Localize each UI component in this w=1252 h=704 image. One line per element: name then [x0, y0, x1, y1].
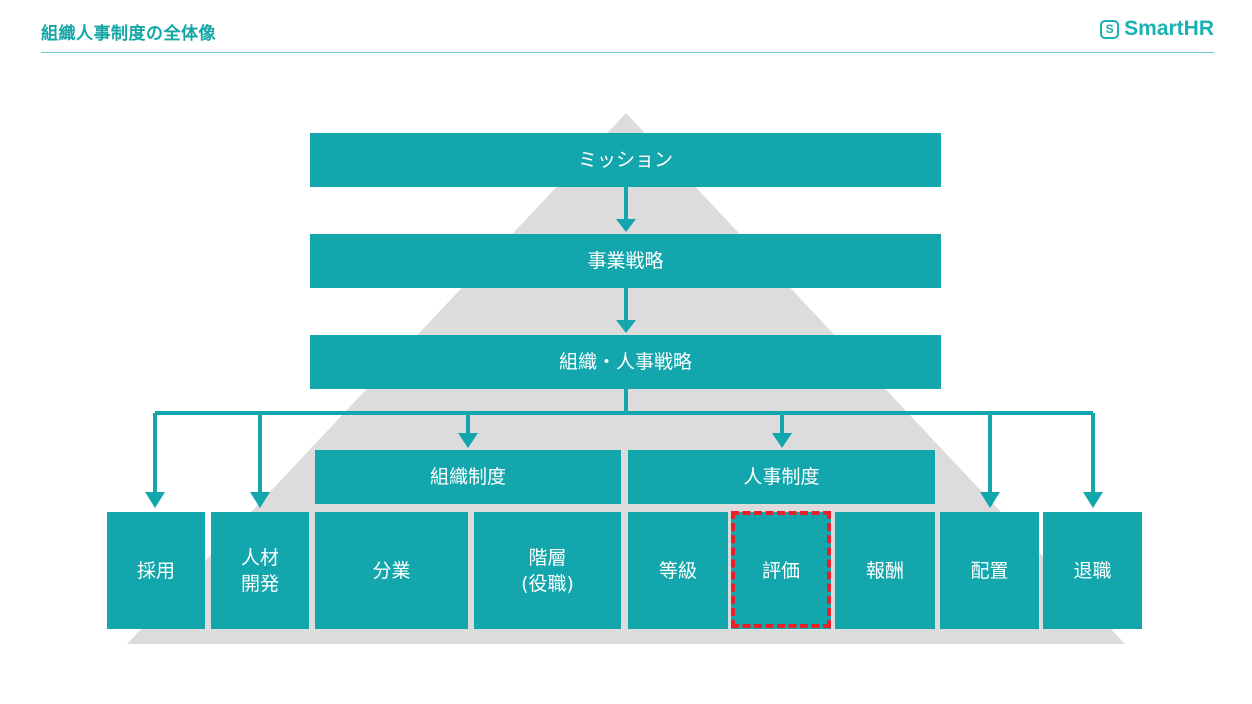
item-division-of-labor: 分業 — [315, 512, 468, 629]
brand-logo: S SmartHR — [1100, 17, 1214, 41]
arrow-to-org-system — [458, 433, 478, 448]
org-system-box: 組織制度 — [315, 450, 621, 504]
s-shield-icon: S — [1100, 19, 1120, 39]
arrow-to-hr-system — [772, 433, 792, 448]
arrow-to-retirement — [1083, 492, 1103, 508]
arrowheads — [145, 219, 1103, 508]
item-grade: 等級 — [628, 512, 728, 629]
item-placement: 配置 — [940, 512, 1039, 629]
org-hr-strategy-box: 組織・人事戦略 — [310, 335, 941, 389]
connector-lines — [153, 187, 1095, 496]
item-retirement: 退職 — [1043, 512, 1142, 629]
item-talent-development: 人材 開発 — [211, 512, 309, 629]
item-compensation: 報酬 — [835, 512, 935, 629]
item-hierarchy: 階層 (役職) — [474, 512, 621, 629]
evaluation-highlight-frame — [731, 511, 831, 628]
header-divider — [41, 52, 1214, 53]
arrow-to-talent-development — [250, 492, 270, 508]
item-evaluation: 評価 — [731, 512, 831, 629]
arrow-to-placement — [980, 492, 1000, 508]
mission-box: ミッション — [310, 133, 941, 187]
item-recruitment: 採用 — [107, 512, 205, 629]
hr-system-box: 人事制度 — [628, 450, 935, 504]
arrow-to-recruitment — [145, 492, 165, 508]
arrow-to-org-hr-strategy — [616, 320, 636, 333]
page-title: 組織人事制度の全体像 — [41, 24, 216, 44]
arrow-to-business-strategy — [616, 219, 636, 232]
brand-name: SmartHR — [1124, 17, 1214, 40]
business-strategy-box: 事業戦略 — [310, 234, 941, 288]
